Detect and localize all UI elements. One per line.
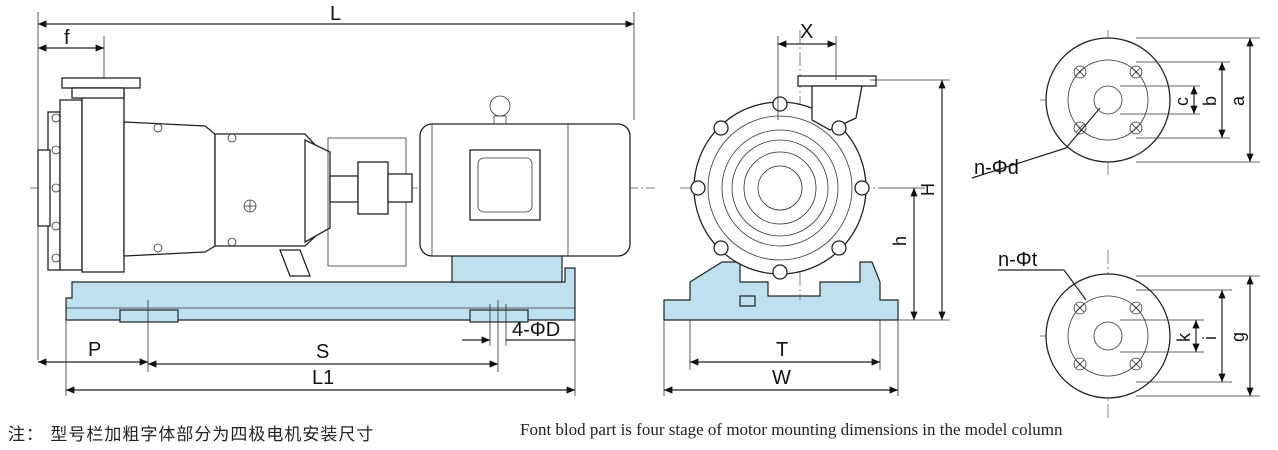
chinese-note: 注： 型号栏加粗字体部分为四极电机安装尺寸 bbox=[8, 425, 375, 445]
dim-L1: L1 bbox=[312, 367, 334, 389]
dim-W: W bbox=[772, 367, 791, 389]
dim-P: P bbox=[88, 339, 101, 361]
dim-mount-holes: 4-ΦD bbox=[512, 319, 560, 341]
front-view bbox=[663, 30, 899, 321]
side-view bbox=[30, 77, 655, 323]
dim-k: k bbox=[1174, 332, 1194, 342]
dim-X: X bbox=[800, 21, 813, 43]
dim-i: i bbox=[1200, 336, 1220, 340]
side-dimensions: L f P S L1 4-ΦD bbox=[37, 3, 635, 396]
dim-h: h bbox=[890, 236, 910, 246]
dim-L: L bbox=[330, 3, 341, 25]
inlet-flange-detail: g i k n-Φt bbox=[998, 249, 1260, 420]
dim-a: a bbox=[1228, 95, 1248, 106]
dim-f: f bbox=[64, 27, 70, 49]
dim-g: g bbox=[1228, 332, 1248, 342]
dim-b: b bbox=[1200, 96, 1220, 106]
dim-T: T bbox=[776, 339, 788, 361]
dim-c: c bbox=[1172, 97, 1192, 106]
english-note: Font blod part is four stage of motor mo… bbox=[520, 420, 1063, 439]
dim-H: H bbox=[918, 183, 938, 196]
dim-n-t: n-Φt bbox=[998, 249, 1038, 271]
dim-n-d: n-Φd bbox=[974, 157, 1019, 179]
dim-S: S bbox=[316, 341, 329, 363]
outlet-flange-detail: a b c n-Φd bbox=[971, 30, 1260, 179]
front-dimensions: X H h T W bbox=[663, 21, 950, 396]
